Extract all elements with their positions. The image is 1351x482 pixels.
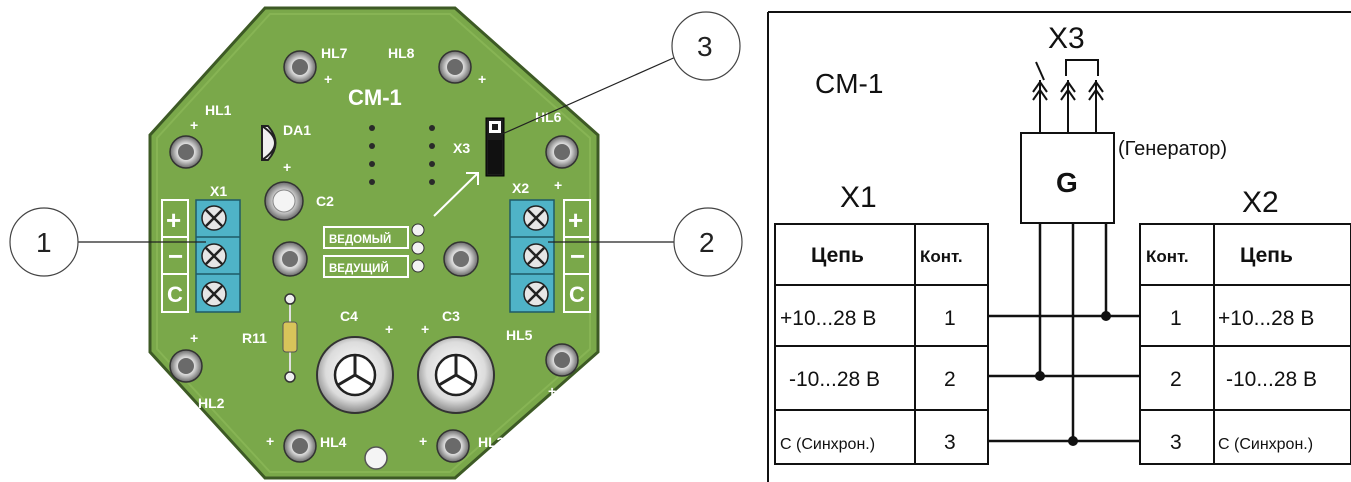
x2-row2-circuit: -10...28 В — [1226, 368, 1317, 391]
plus-c3: + — [421, 321, 429, 337]
callout-2: 2 — [548, 207, 743, 277]
x1-row3-circuit: C (Синхрон.) — [780, 436, 875, 453]
label-hl7: HL7 — [321, 45, 348, 61]
x3-jumper — [485, 117, 505, 177]
x2-label: X2 — [1242, 186, 1279, 219]
callout-3: 3 — [433, 11, 741, 217]
x2-header-contact: Конт. — [1146, 247, 1189, 266]
x2-header-circuit: Цепь — [1240, 244, 1293, 267]
label-hl3: HL3 — [478, 434, 505, 450]
label-c2: C2 — [316, 193, 334, 209]
x2-terminal-block: + − C — [509, 199, 591, 313]
x2-row1-contact: 1 — [1170, 307, 1182, 330]
x2-plus: + — [568, 205, 583, 235]
callout-1: 1 — [9, 207, 206, 277]
x1-plus: + — [166, 205, 181, 235]
schematic: CM-1 X3 X1 X2 (Генератор) G — [767, 11, 1351, 482]
junction-2 — [1035, 371, 1045, 381]
callout-3-number: 3 — [697, 31, 713, 62]
junction-3 — [1068, 436, 1078, 446]
standoffs — [272, 241, 479, 470]
label-hl8: HL8 — [388, 45, 415, 61]
label-x1: X1 — [210, 183, 227, 199]
x2-row1-circuit: +10...28 В — [1218, 307, 1314, 330]
board-title: CM-1 — [348, 85, 402, 110]
plus-hl5: + — [548, 383, 556, 399]
x2-c: C — [569, 282, 585, 307]
label-hl6: HL6 — [535, 109, 562, 125]
x1-c: C — [167, 282, 183, 307]
label-c4: C4 — [340, 308, 358, 324]
label-hl2: HL2 — [198, 395, 225, 411]
x2-minus: − — [570, 241, 585, 271]
da1-component — [261, 125, 277, 161]
x2-table: Конт. Цепь 1 +10...28 В 2 -10...28 В 3 C… — [1139, 223, 1351, 465]
mode-master-label: ВЕДУЩИЙ — [329, 262, 389, 275]
plus-c2: + — [283, 159, 291, 175]
label-x2: X2 — [512, 180, 529, 196]
c3-capacitor — [417, 336, 495, 414]
c4-capacitor — [316, 336, 394, 414]
label-hl1: HL1 — [205, 102, 232, 118]
pcb-labels: CM-1 HL7 HL8 HL1 HL6 HL2 HL5 HL4 HL3 DA1… — [190, 45, 562, 450]
x2-row3-circuit: C (Синхрон.) — [1218, 436, 1313, 453]
x1-header-circuit: Цепь — [811, 244, 864, 267]
plus-hl3: + — [419, 433, 427, 449]
plus-hl6: + — [554, 177, 562, 193]
mode-selector: ВЕДОМЫЙ ВЕДУЩИЙ — [323, 223, 425, 278]
x1-table: Цепь Конт. +10...28 В 1 -10...28 В 2 C (… — [774, 223, 989, 465]
x2-row2-contact: 2 — [1170, 368, 1182, 391]
label-r11: R11 — [242, 330, 267, 346]
plus-c4: + — [385, 321, 393, 337]
plus-hl7: + — [324, 71, 332, 87]
label-x3: X3 — [453, 140, 470, 156]
x1-label: X1 — [840, 181, 877, 214]
generator-label: (Генератор) — [1118, 138, 1227, 160]
plus-hl2: + — [190, 330, 198, 346]
junction-1 — [1101, 311, 1111, 321]
mode-slave-label: ВЕДОМЫЙ — [329, 233, 391, 246]
led-rings — [169, 50, 579, 463]
plus-hl8: + — [478, 71, 486, 87]
label-da1: DA1 — [283, 122, 311, 138]
x2-row3-contact: 3 — [1170, 431, 1182, 454]
plus-hl1: + — [190, 117, 198, 133]
x3-label: X3 — [1048, 22, 1085, 55]
x3-connector — [1032, 59, 1104, 133]
plus-hl4: + — [266, 433, 274, 449]
schematic-title: CM-1 — [815, 68, 883, 99]
x1-row1-contact: 1 — [944, 307, 956, 330]
pin-headers — [369, 125, 435, 185]
x1-terminal-block: + − C — [161, 199, 241, 313]
callout-1-number: 1 — [36, 227, 52, 258]
x1-header-contact: Конт. — [920, 247, 963, 266]
x1-minus: − — [168, 241, 183, 271]
label-c3: C3 — [442, 308, 460, 324]
callout-2-number: 2 — [699, 227, 715, 258]
wiring — [988, 223, 1140, 443]
generator-block: G — [1020, 132, 1115, 224]
label-hl4: HL4 — [320, 434, 347, 450]
label-hl5: HL5 — [506, 327, 533, 343]
generator-symbol: G — [1056, 167, 1078, 198]
x1-row2-contact: 2 — [944, 368, 956, 391]
x1-row1-circuit: +10...28 В — [780, 307, 876, 330]
x1-row3-contact: 3 — [944, 431, 956, 454]
x1-row2-circuit: -10...28 В — [789, 368, 880, 391]
r11-resistor — [282, 293, 298, 383]
c2-capacitor — [264, 181, 304, 221]
